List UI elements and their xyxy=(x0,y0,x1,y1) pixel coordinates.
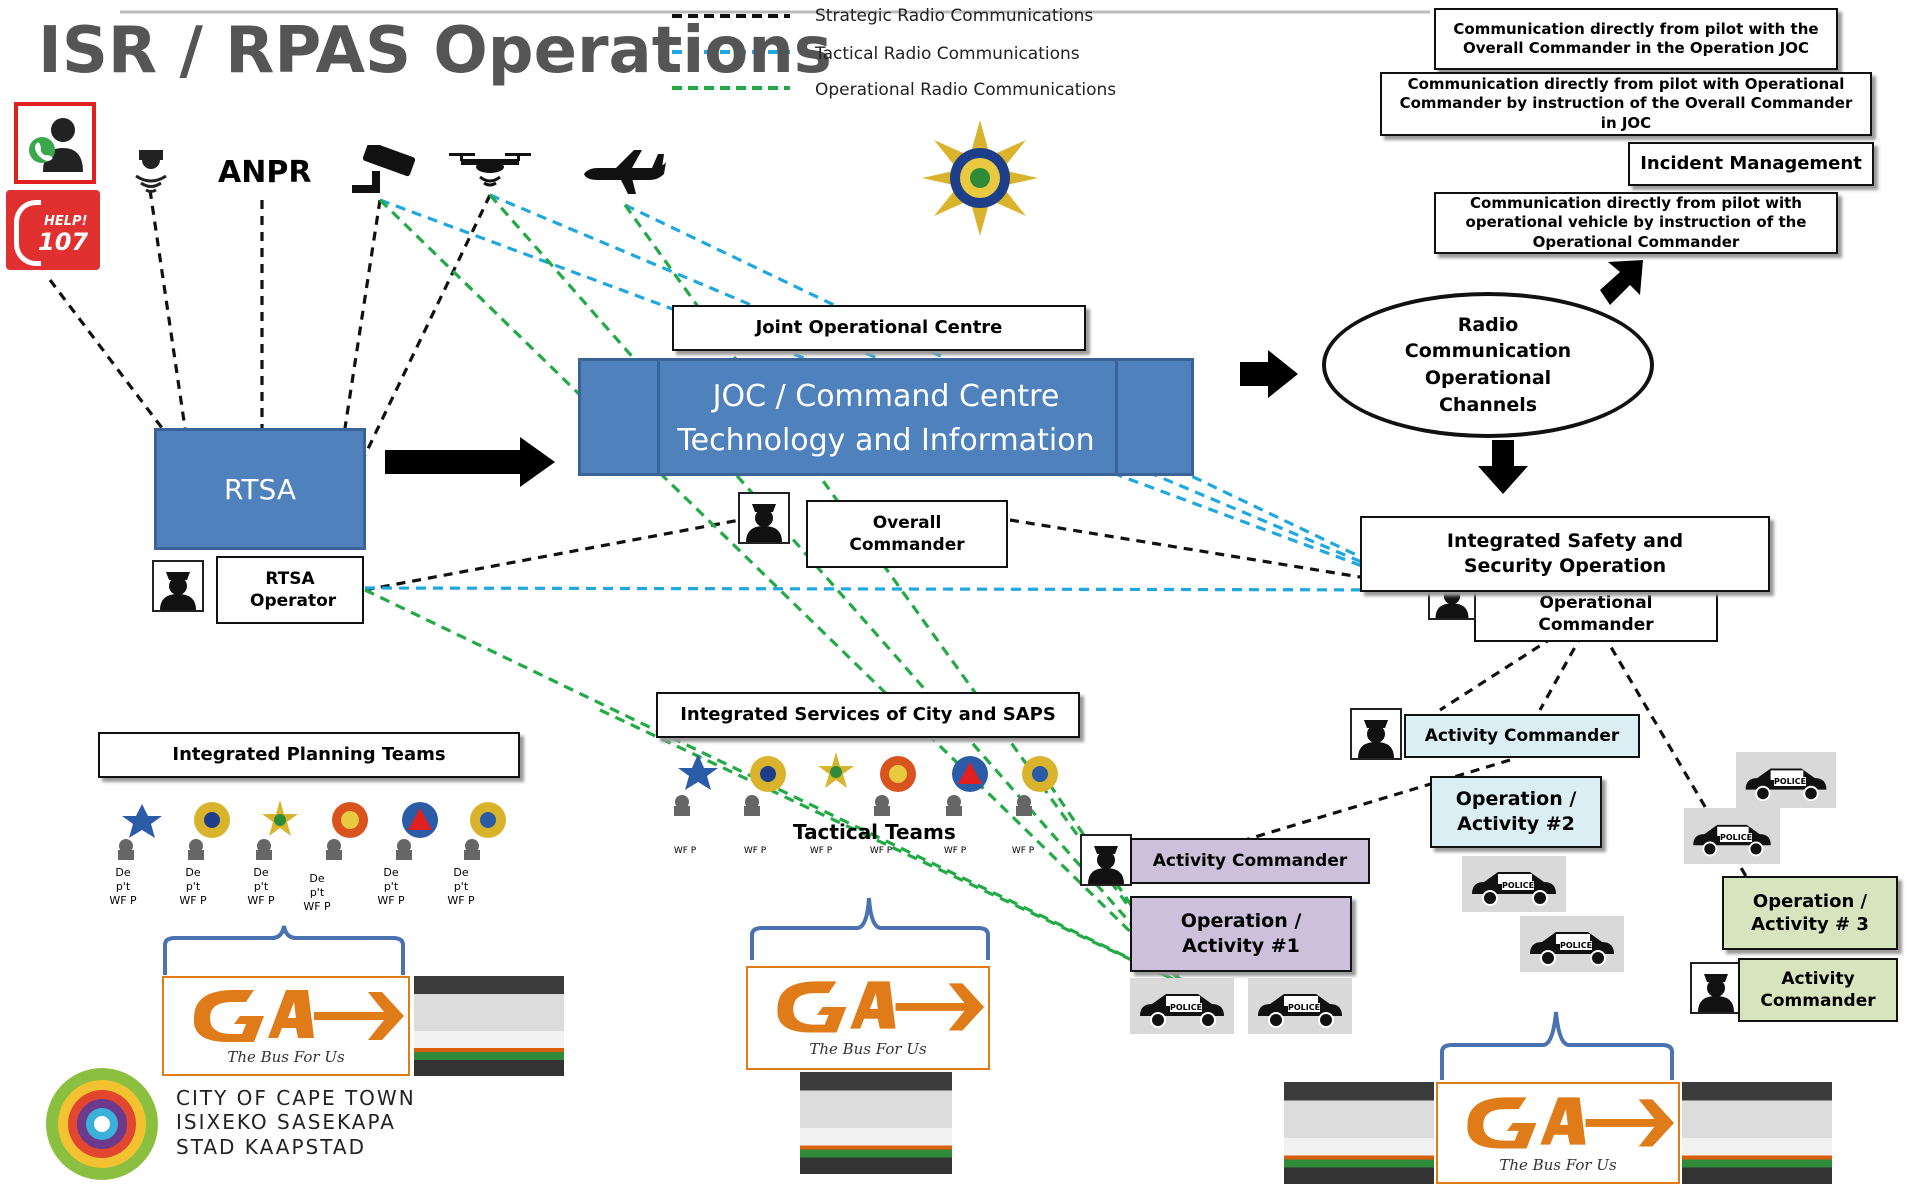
gabs-logo-center: The Bus For Us xyxy=(746,966,990,1070)
joc-line2: Technology and Information xyxy=(677,423,1095,458)
radio-channels-ellipse: Radio Communication Operational Channels xyxy=(1322,292,1654,438)
cctv-camera-icon xyxy=(350,141,420,205)
bus-image-center xyxy=(800,1072,952,1174)
note-overall-commander: Communication directly from pilot with t… xyxy=(1434,8,1838,70)
help-number: 107 xyxy=(38,228,89,256)
help-text: HELP! xyxy=(44,214,88,229)
gabs-logo-right: The Bus For Us xyxy=(1436,1082,1680,1184)
wfp-label-3: WF P xyxy=(809,846,833,856)
police-label-1: POLICE xyxy=(1170,1003,1203,1012)
police-car-6: POLICE xyxy=(1684,808,1780,864)
rtsa-operator-box: RTSA Operator xyxy=(216,556,364,624)
police-label-3: POLICE xyxy=(1502,881,1535,890)
anpr-label: ANPR xyxy=(218,155,312,190)
bus-image-left xyxy=(414,976,564,1076)
legend-operational: Operational Radio Communications xyxy=(815,80,1117,100)
tagline-right: The Bus For Us xyxy=(1499,1156,1617,1174)
bus-image-right-2 xyxy=(1682,1082,1832,1184)
overall-commander-label: Overall Commander xyxy=(849,512,965,555)
wfp-label-4: WF P xyxy=(869,846,893,856)
operation-activity-1: Operation / Activity #1 xyxy=(1130,896,1352,972)
city-name: CITY OF CAPE TOWN ISIXEKO SASEKAPA STAD … xyxy=(176,1086,416,1159)
rtsa-box: RTSA xyxy=(154,428,366,550)
wfp-label-1: WF P xyxy=(673,846,697,856)
police-car-5: POLICE xyxy=(1736,752,1836,808)
rtsa-operator-label: RTSA Operator xyxy=(250,568,337,611)
police-label-6: POLICE xyxy=(1720,833,1753,842)
tactical-teams-label: Tactical Teams xyxy=(793,820,956,844)
dept-label-2: De p't WF P xyxy=(179,866,207,907)
overall-commander-box: Overall Commander xyxy=(806,500,1008,568)
operational-commander-label: Operational Commander xyxy=(1538,592,1654,635)
dept-label-5: De p't WF P xyxy=(377,866,405,907)
police-label-2: POLICE xyxy=(1288,1003,1321,1012)
activity-commander-bottom: Activity Commander xyxy=(1738,958,1898,1022)
activity-commander-top: Activity Commander xyxy=(1404,714,1640,758)
dept-label-4: De p't WF P xyxy=(303,872,331,913)
help-107-icon: HELP! 107 xyxy=(6,190,100,270)
dept-label-6: De p't WF P xyxy=(447,866,475,907)
city-line-1: CITY OF CAPE TOWN xyxy=(176,1086,416,1110)
city-line-2: ISIXEKO SASEKAPA xyxy=(176,1110,396,1135)
legend-tactical: Tactical Radio Communications xyxy=(815,44,1080,64)
issop-box: Integrated Safety and Security Operation xyxy=(1360,516,1770,592)
joc-panel: JOC / Command Centre Technology and Info… xyxy=(578,358,1194,476)
activity-commander-icon-bottom xyxy=(1690,962,1742,1014)
gabs-logo-left: The Bus For Us xyxy=(162,976,410,1076)
radio-line-1: Radio xyxy=(1457,313,1519,336)
tagline-left: The Bus For Us xyxy=(227,1048,345,1066)
joc-header: Joint Operational Centre xyxy=(672,305,1086,351)
dept-label-3: De p't WF P xyxy=(247,866,275,907)
wfp-label-2: WF P xyxy=(743,846,767,856)
joc-line1: JOC / Command Centre xyxy=(712,379,1060,414)
overall-commander-icon xyxy=(738,492,790,544)
note-operational-commander: Communication directly from pilot with O… xyxy=(1380,72,1872,136)
operation-activity-3: Operation / Activity # 3 xyxy=(1722,876,1898,950)
activity-commander-mid: Activity Commander xyxy=(1130,838,1370,884)
cctv-dome-icon xyxy=(128,150,174,200)
dept-label-1: De p't WF P xyxy=(109,866,137,907)
drone-icon xyxy=(445,145,535,201)
rtsa-label: RTSA xyxy=(224,472,296,506)
tactical-team-badges xyxy=(668,744,1088,824)
police-label-4: POLICE xyxy=(1560,941,1593,950)
page-title: ISR / RPAS Operations xyxy=(38,14,832,88)
call-center-icon xyxy=(14,102,96,184)
police-car-3: POLICE xyxy=(1462,856,1566,912)
rtsa-officer-icon xyxy=(152,560,204,612)
planning-team-badges xyxy=(112,790,532,920)
city-logo-icon xyxy=(42,1064,162,1188)
bus-image-right-1 xyxy=(1284,1082,1434,1184)
aircraft-icon xyxy=(580,148,670,202)
city-line-3: STAD KAAPSTAD xyxy=(176,1134,366,1159)
radio-line-2: Communication xyxy=(1404,340,1572,363)
wfp-label-6: WF P xyxy=(1011,846,1035,856)
incident-management-box: Incident Management xyxy=(1628,142,1874,186)
radio-line-4: Channels xyxy=(1438,393,1538,416)
saps-emblem-icon xyxy=(920,118,1040,242)
police-car-2: POLICE xyxy=(1248,978,1352,1034)
police-car-1: POLICE xyxy=(1130,978,1234,1034)
police-car-4: POLICE xyxy=(1520,916,1624,972)
radio-line-3: Operational xyxy=(1424,367,1552,389)
operation-activity-2: Operation / Activity #2 xyxy=(1430,776,1602,848)
legend-strategic: Strategic Radio Communications xyxy=(815,6,1094,26)
tagline-center: The Bus For Us xyxy=(809,1040,927,1058)
planning-teams-box: Integrated Planning Teams xyxy=(98,732,520,778)
activity-commander-icon-top xyxy=(1350,708,1402,760)
note-operational-vehicle: Communication directly from pilot with o… xyxy=(1434,192,1838,254)
wfp-label-5: WF P xyxy=(943,846,967,856)
activity-commander-icon-mid xyxy=(1080,834,1132,886)
police-label-5: POLICE xyxy=(1774,777,1807,786)
integrated-services-box: Integrated Services of City and SAPS xyxy=(656,692,1080,738)
